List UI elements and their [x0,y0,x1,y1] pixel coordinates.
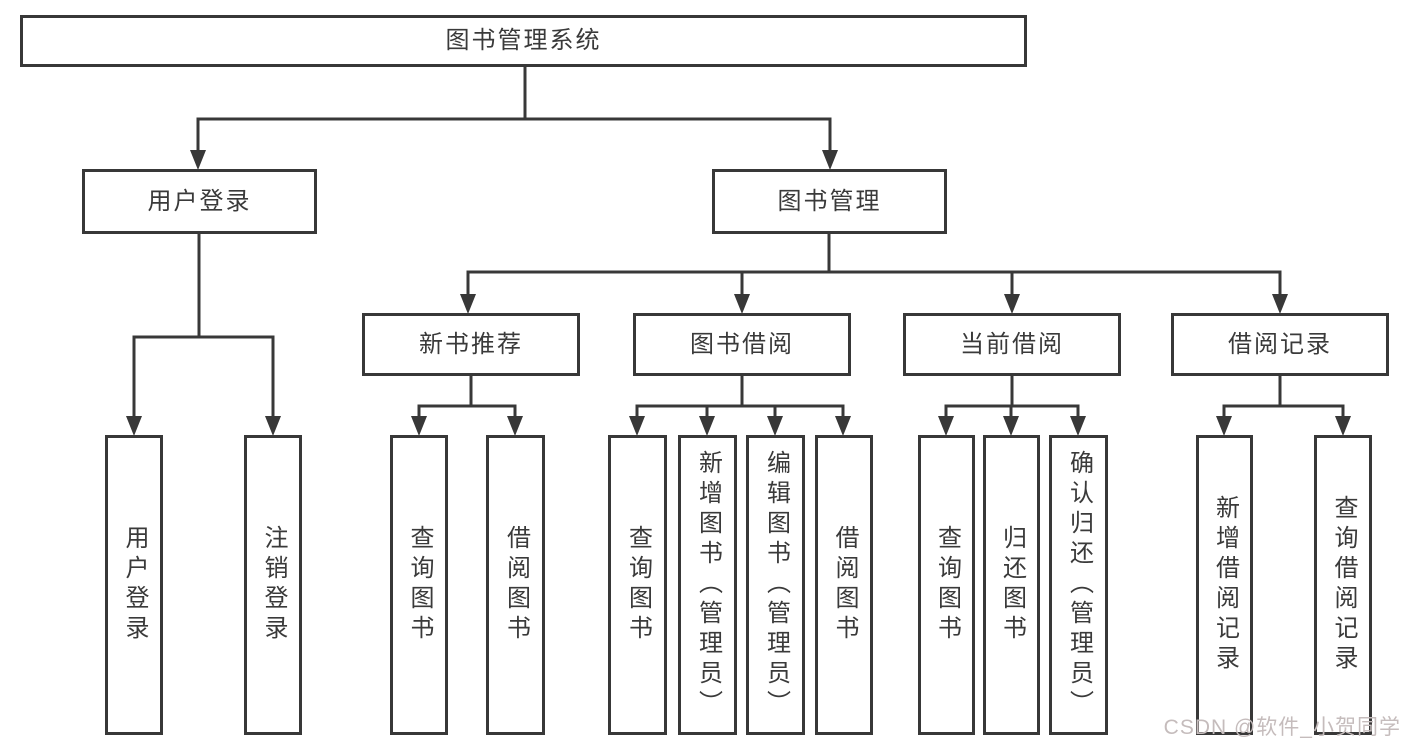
node-new-book-recommend: 新书推荐 [362,313,580,376]
leaf-return-books: 归还图书 [983,435,1040,735]
leaf-logout: 注销登录 [244,435,302,735]
leaf-query-books-recommend: 查询图书 [390,435,448,735]
node-library-management-system: 图书管理系统 [20,15,1027,67]
node-user-login: 用户登录 [82,169,317,234]
node-book-borrow: 图书借阅 [633,313,851,376]
leaf-confirm-return-admin: 确认归还（管理员） [1049,435,1108,735]
node-current-borrow: 当前借阅 [903,313,1121,376]
leaf-query-books-borrow: 查询图书 [608,435,667,735]
leaf-user-login: 用户登录 [105,435,163,735]
leaf-add-borrow-record: 新增借阅记录 [1196,435,1253,735]
leaf-add-books-admin: 新增图书（管理员） [678,435,737,735]
leaf-borrow-books: 借阅图书 [815,435,873,735]
leaf-query-books-current: 查询图书 [918,435,975,735]
leaf-edit-books-admin: 编辑图书（管理员） [746,435,805,735]
watermark: CSDN @软件_小贺同学 [1163,716,1401,739]
node-book-management: 图书管理 [712,169,947,234]
leaf-query-borrow-record: 查询借阅记录 [1314,435,1372,735]
node-borrow-records: 借阅记录 [1171,313,1389,376]
leaf-borrow-books-recommend: 借阅图书 [486,435,545,735]
